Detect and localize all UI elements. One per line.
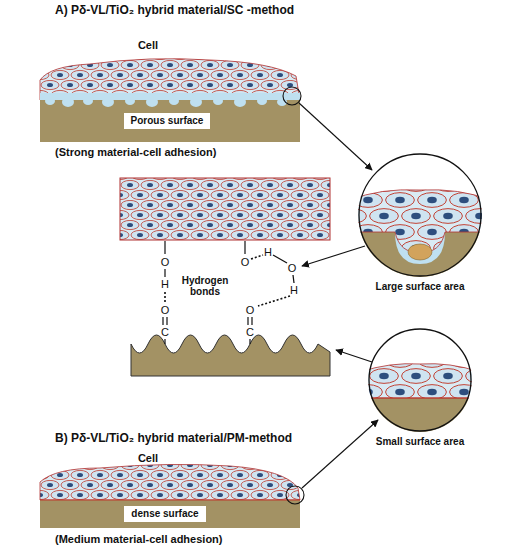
zoom-label: Large surface area [376, 281, 465, 293]
bond-label: Hydrogen bonds [178, 275, 232, 298]
substrate [40, 500, 300, 528]
surface-label: dense surface [131, 508, 198, 520]
surface-box: dense surface [124, 506, 205, 522]
zoom-arrow [299, 103, 372, 170]
pores [45, 97, 287, 107]
atom-symbol: C [246, 326, 254, 339]
pore [234, 97, 246, 107]
circle-outline [369, 329, 471, 431]
panel-title: B) Pδ-VL/TiO₂ hybrid material/PM-method [55, 432, 292, 446]
cell-label: Cell [138, 452, 158, 465]
pore [45, 97, 55, 105]
panel-title: A) Pδ-VL/TiO₂ hybrid material/SC -method [55, 4, 294, 18]
interface-line [360, 397, 480, 398]
bonds [163, 241, 294, 344]
rough-surface [131, 335, 330, 376]
bond [273, 255, 287, 263]
cell-layer [350, 190, 490, 252]
hydrogen-bond [164, 292, 166, 303]
particle [408, 244, 432, 260]
bond [164, 241, 165, 254]
bond [249, 339, 250, 344]
atom-symbol: O [161, 256, 170, 269]
double-bond [251, 317, 252, 325]
zoom-arrow [302, 246, 365, 266]
pore [83, 97, 93, 105]
atom-symbol: C [161, 326, 169, 339]
circle-outline [368, 328, 472, 432]
atom-symbol: O [246, 304, 255, 317]
substrate [360, 398, 480, 438]
pore [102, 97, 114, 107]
pore [125, 97, 135, 105]
interface-line [40, 499, 300, 500]
zoom-arrow [336, 350, 372, 362]
substrate [40, 100, 300, 142]
bond [164, 339, 165, 344]
bond [293, 275, 294, 283]
atom-symbol: H [290, 284, 298, 297]
surface-label: Porous surface [131, 115, 204, 127]
zoom-label: Small surface area [376, 436, 464, 448]
circle-outline [358, 153, 482, 277]
pore [190, 97, 202, 107]
pore [169, 97, 179, 105]
pore [62, 97, 74, 107]
atom-symbol: O [288, 262, 297, 275]
cell-block [120, 178, 330, 240]
zoom-view [360, 320, 480, 440]
cell-layer [40, 464, 300, 500]
double-bond [166, 317, 167, 325]
pore [146, 97, 158, 107]
zoom-ground [360, 320, 480, 440]
atom-symbol: H [264, 246, 272, 259]
atom-symbol: H [161, 278, 169, 291]
atom-symbol: O [161, 304, 170, 317]
pore [257, 97, 267, 105]
bond [164, 269, 165, 277]
cell-label: Cell [138, 39, 158, 52]
zoom-view [350, 150, 490, 292]
hydrogen-bond [258, 296, 290, 306]
adhesion-note: (Medium material-cell adhesion) [55, 533, 222, 546]
cell-layer [360, 364, 480, 398]
zoom-circle: Large surface area [358, 153, 482, 277]
zoom-marker [283, 87, 301, 105]
surface-box: Porous surface [124, 113, 211, 129]
circle-outline [359, 154, 481, 276]
double-bond [162, 317, 163, 325]
zoom-arrow [302, 420, 378, 488]
adhesion-note: (Strong material-cell adhesion) [55, 146, 216, 159]
zoom-circle: Small surface area [368, 328, 472, 432]
zoom-marker [286, 486, 304, 504]
hydrogen-bond [251, 255, 263, 259]
bond [244, 241, 245, 254]
atom-symbol: O [241, 256, 250, 269]
double-bond [247, 317, 248, 325]
pore [213, 97, 223, 105]
